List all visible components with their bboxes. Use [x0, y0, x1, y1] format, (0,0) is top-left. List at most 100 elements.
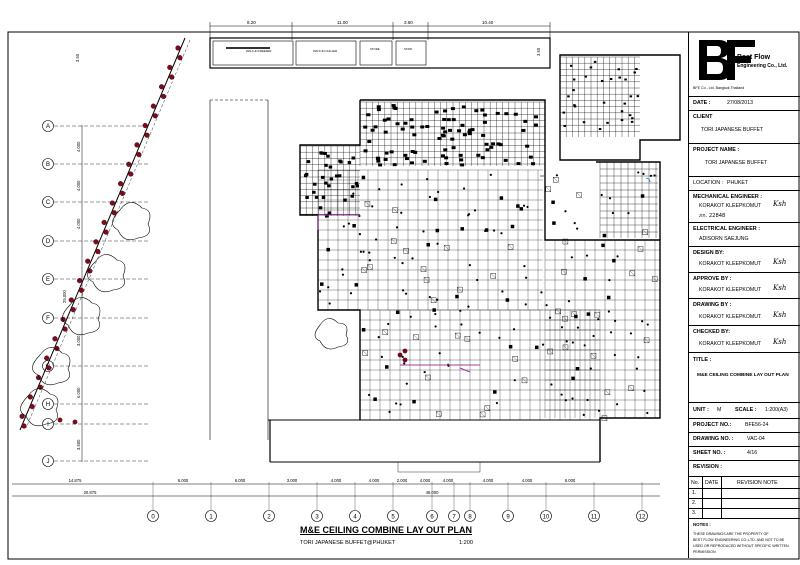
diffuser	[535, 345, 539, 350]
downlight	[522, 204, 526, 207]
exhaust-fan	[570, 64, 573, 67]
downlight	[436, 298, 439, 301]
rev-header-no: No.	[691, 480, 700, 486]
flower-mark	[152, 113, 158, 119]
return-grille	[423, 277, 430, 283]
downlight	[423, 371, 426, 374]
return-grille	[479, 411, 486, 418]
return-grille-line	[367, 264, 373, 270]
downlight	[611, 211, 614, 215]
project-no-label: PROJECT NO.:	[693, 422, 732, 428]
kitchen-hood-block	[491, 142, 496, 146]
kitchen-hood-block	[320, 151, 324, 155]
landscape-flowers	[19, 45, 408, 429]
mech-engineer-row: MECHANICAL ENGINEER : KORAKOT KLEEPKOMUT…	[689, 190, 800, 222]
diffuser	[574, 314, 578, 319]
flower-mark	[160, 93, 167, 100]
grid-label-row: B	[46, 162, 50, 168]
downlight	[395, 226, 399, 229]
downlight	[607, 310, 610, 313]
kitchen-hood-block	[457, 129, 462, 133]
downlight	[548, 316, 552, 319]
diffuser	[320, 282, 324, 286]
notes-row: NOTES : THESE DRAWINGS ARE THE PROPERTY …	[689, 518, 800, 558]
mech-engineer-signature: Ksh	[773, 200, 787, 208]
drawing-no-value: VAC-04	[747, 436, 765, 442]
downlight	[540, 291, 543, 294]
unit-label: UNIT :	[693, 407, 709, 413]
diffuser	[612, 258, 616, 263]
downlight	[428, 295, 431, 299]
flower-mark	[136, 152, 142, 158]
kitchen-hood-block	[391, 104, 396, 108]
door-swing	[645, 177, 651, 183]
company-name-2: Engineering Co., Ltd.	[737, 63, 788, 69]
downlight	[401, 355, 404, 358]
kitchen-hood-block	[496, 142, 501, 146]
grid-label-col: 5	[391, 515, 395, 521]
downlight	[597, 318, 600, 321]
flower-mark	[70, 307, 76, 313]
drawing-no-label: DRAWING NO. :	[693, 436, 734, 442]
drawing-by-label: DRAWING BY :	[693, 302, 732, 308]
diffuser	[426, 243, 431, 247]
flower-mark	[109, 200, 115, 206]
flower-mark	[95, 248, 101, 255]
kitchen-hood-block	[444, 162, 449, 166]
top-dim-4: 10.40	[482, 20, 494, 25]
grid-label-col: 6	[430, 515, 434, 521]
return-grille	[561, 268, 567, 275]
mech-engineer-label: MECHANICAL ENGINEER :	[693, 194, 763, 200]
grid-label-col: 1	[209, 515, 213, 521]
exhaust-fan	[633, 71, 637, 74]
kitchen-hood-block	[343, 198, 347, 202]
kitchen-hood-block	[339, 160, 343, 164]
diffuser	[606, 295, 611, 300]
return-grille-line	[652, 276, 658, 282]
kitchen-hood-block	[459, 158, 464, 162]
kitchen-hood-block	[409, 118, 414, 122]
kitchen-hood-block	[460, 123, 465, 127]
return-grille-line	[594, 312, 600, 318]
rev-row-3: 3.	[692, 510, 697, 516]
downlight	[467, 305, 470, 308]
downlight	[614, 319, 617, 322]
kitchen-hood-block	[305, 195, 309, 199]
kitchen-hood-block	[476, 153, 481, 157]
downlight	[378, 188, 381, 191]
exhaust-fan	[572, 89, 575, 92]
grid-bubble-row	[42, 398, 54, 410]
project-no-row: PROJECT NO.: BFE56-24	[689, 418, 800, 432]
downlight	[437, 190, 440, 194]
downlight	[555, 174, 559, 177]
grid-label-row: A	[46, 124, 50, 130]
dim-text-row1: 2.000	[397, 478, 408, 483]
diffuser	[499, 196, 504, 200]
kitchen-hood-block	[480, 108, 485, 112]
kitchen-hood-block	[448, 128, 453, 132]
downlight	[399, 403, 402, 406]
flower-mark	[44, 355, 50, 361]
left-dim-2: 4.000	[76, 180, 81, 191]
downlight	[513, 379, 516, 382]
sheet-no-value: 4/16	[747, 450, 758, 456]
return-grille-line	[392, 207, 398, 213]
return-grille-line	[362, 350, 368, 356]
downlight	[501, 290, 504, 293]
elec-engineer-label: ELECTRICAL ENGINEER :	[693, 226, 760, 232]
kitchen-hood-block	[443, 148, 448, 152]
return-grille	[604, 389, 611, 395]
kitchen-hood-block	[458, 153, 463, 157]
dim-text-row2: 20.875	[84, 490, 97, 495]
kitchen-hood-block	[516, 162, 521, 166]
downlight	[646, 411, 649, 415]
flower-mark	[150, 103, 156, 109]
grid-bubble-col	[540, 510, 552, 522]
diffuser	[602, 233, 607, 238]
return-grille	[457, 286, 463, 293]
exhaust-fan	[584, 75, 587, 78]
project-name-label: PROJECT NAME :	[693, 147, 740, 153]
downlight	[571, 397, 574, 400]
flower-mark	[103, 229, 109, 235]
